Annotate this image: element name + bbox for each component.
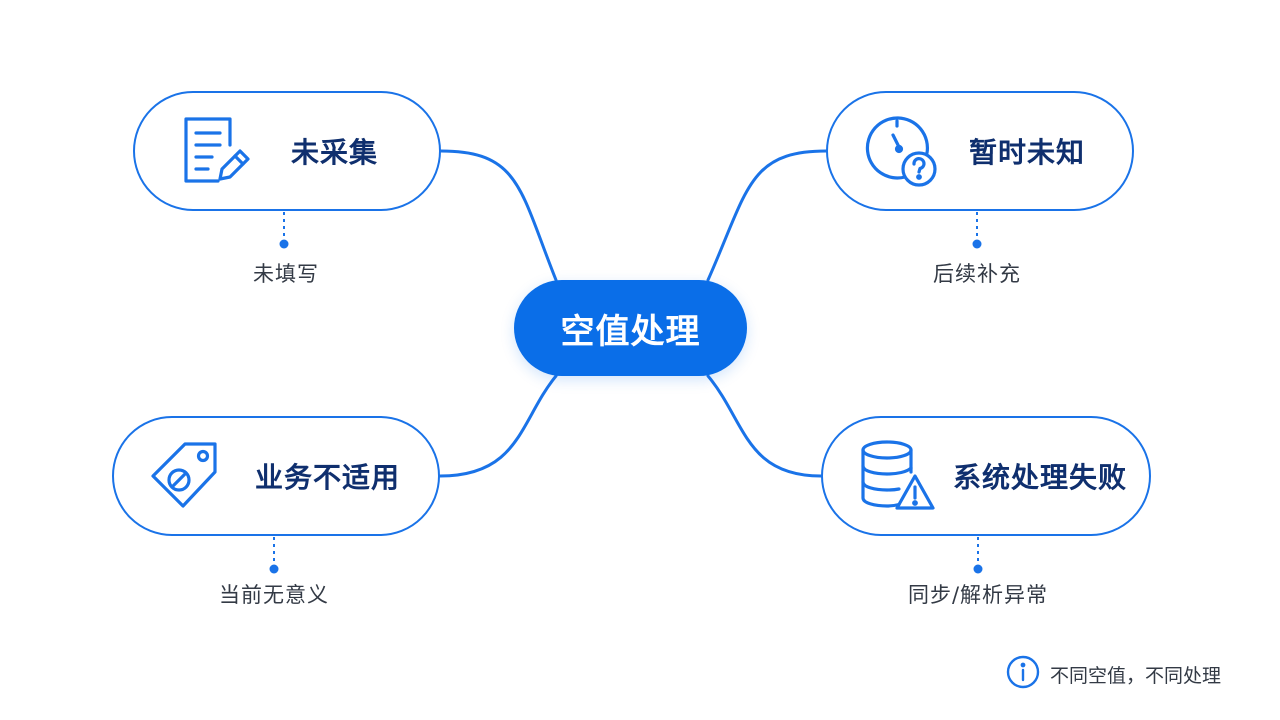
dot-bottom-right	[973, 564, 983, 574]
database-warning-icon	[859, 438, 935, 514]
node-not-applicable-label: 业务不适用	[255, 461, 401, 494]
dot-top-left	[279, 239, 289, 249]
node-system-failure[interactable]: 系统处理失败	[821, 416, 1151, 536]
connector-top-left	[439, 149, 558, 282]
node-not-collected-label: 未采集	[291, 136, 379, 169]
info-icon	[1006, 655, 1040, 693]
connector-bottom-left	[438, 374, 558, 478]
tag-blocked-icon	[149, 438, 225, 514]
clock-question-icon	[863, 113, 939, 189]
footer-note: 不同空值，不同处理	[1006, 655, 1222, 693]
dot-bottom-left	[269, 564, 279, 574]
node-not-applicable[interactable]: 业务不适用	[112, 416, 440, 536]
footer-text: 不同空值，不同处理	[1050, 664, 1222, 687]
note-temporarily-unknown: 后续补充	[933, 262, 1021, 286]
note-not-applicable: 当前无意义	[219, 583, 329, 607]
document-edit-icon	[178, 115, 250, 187]
dot-top-right	[972, 239, 982, 249]
center-node[interactable]: 空值处理	[514, 280, 747, 376]
connector-bottom-right	[706, 374, 823, 478]
node-not-collected[interactable]: 未采集	[133, 91, 441, 211]
node-temporarily-unknown-label: 暂时未知	[969, 136, 1086, 169]
connector-top-right	[706, 149, 828, 282]
node-system-failure-label: 系统处理失败	[953, 461, 1128, 494]
node-temporarily-unknown[interactable]: 暂时未知	[826, 91, 1134, 211]
note-system-failure: 同步/解析异常	[907, 583, 1049, 607]
center-node-label: 空值处理	[560, 311, 701, 352]
note-not-collected: 未填写	[253, 262, 319, 286]
